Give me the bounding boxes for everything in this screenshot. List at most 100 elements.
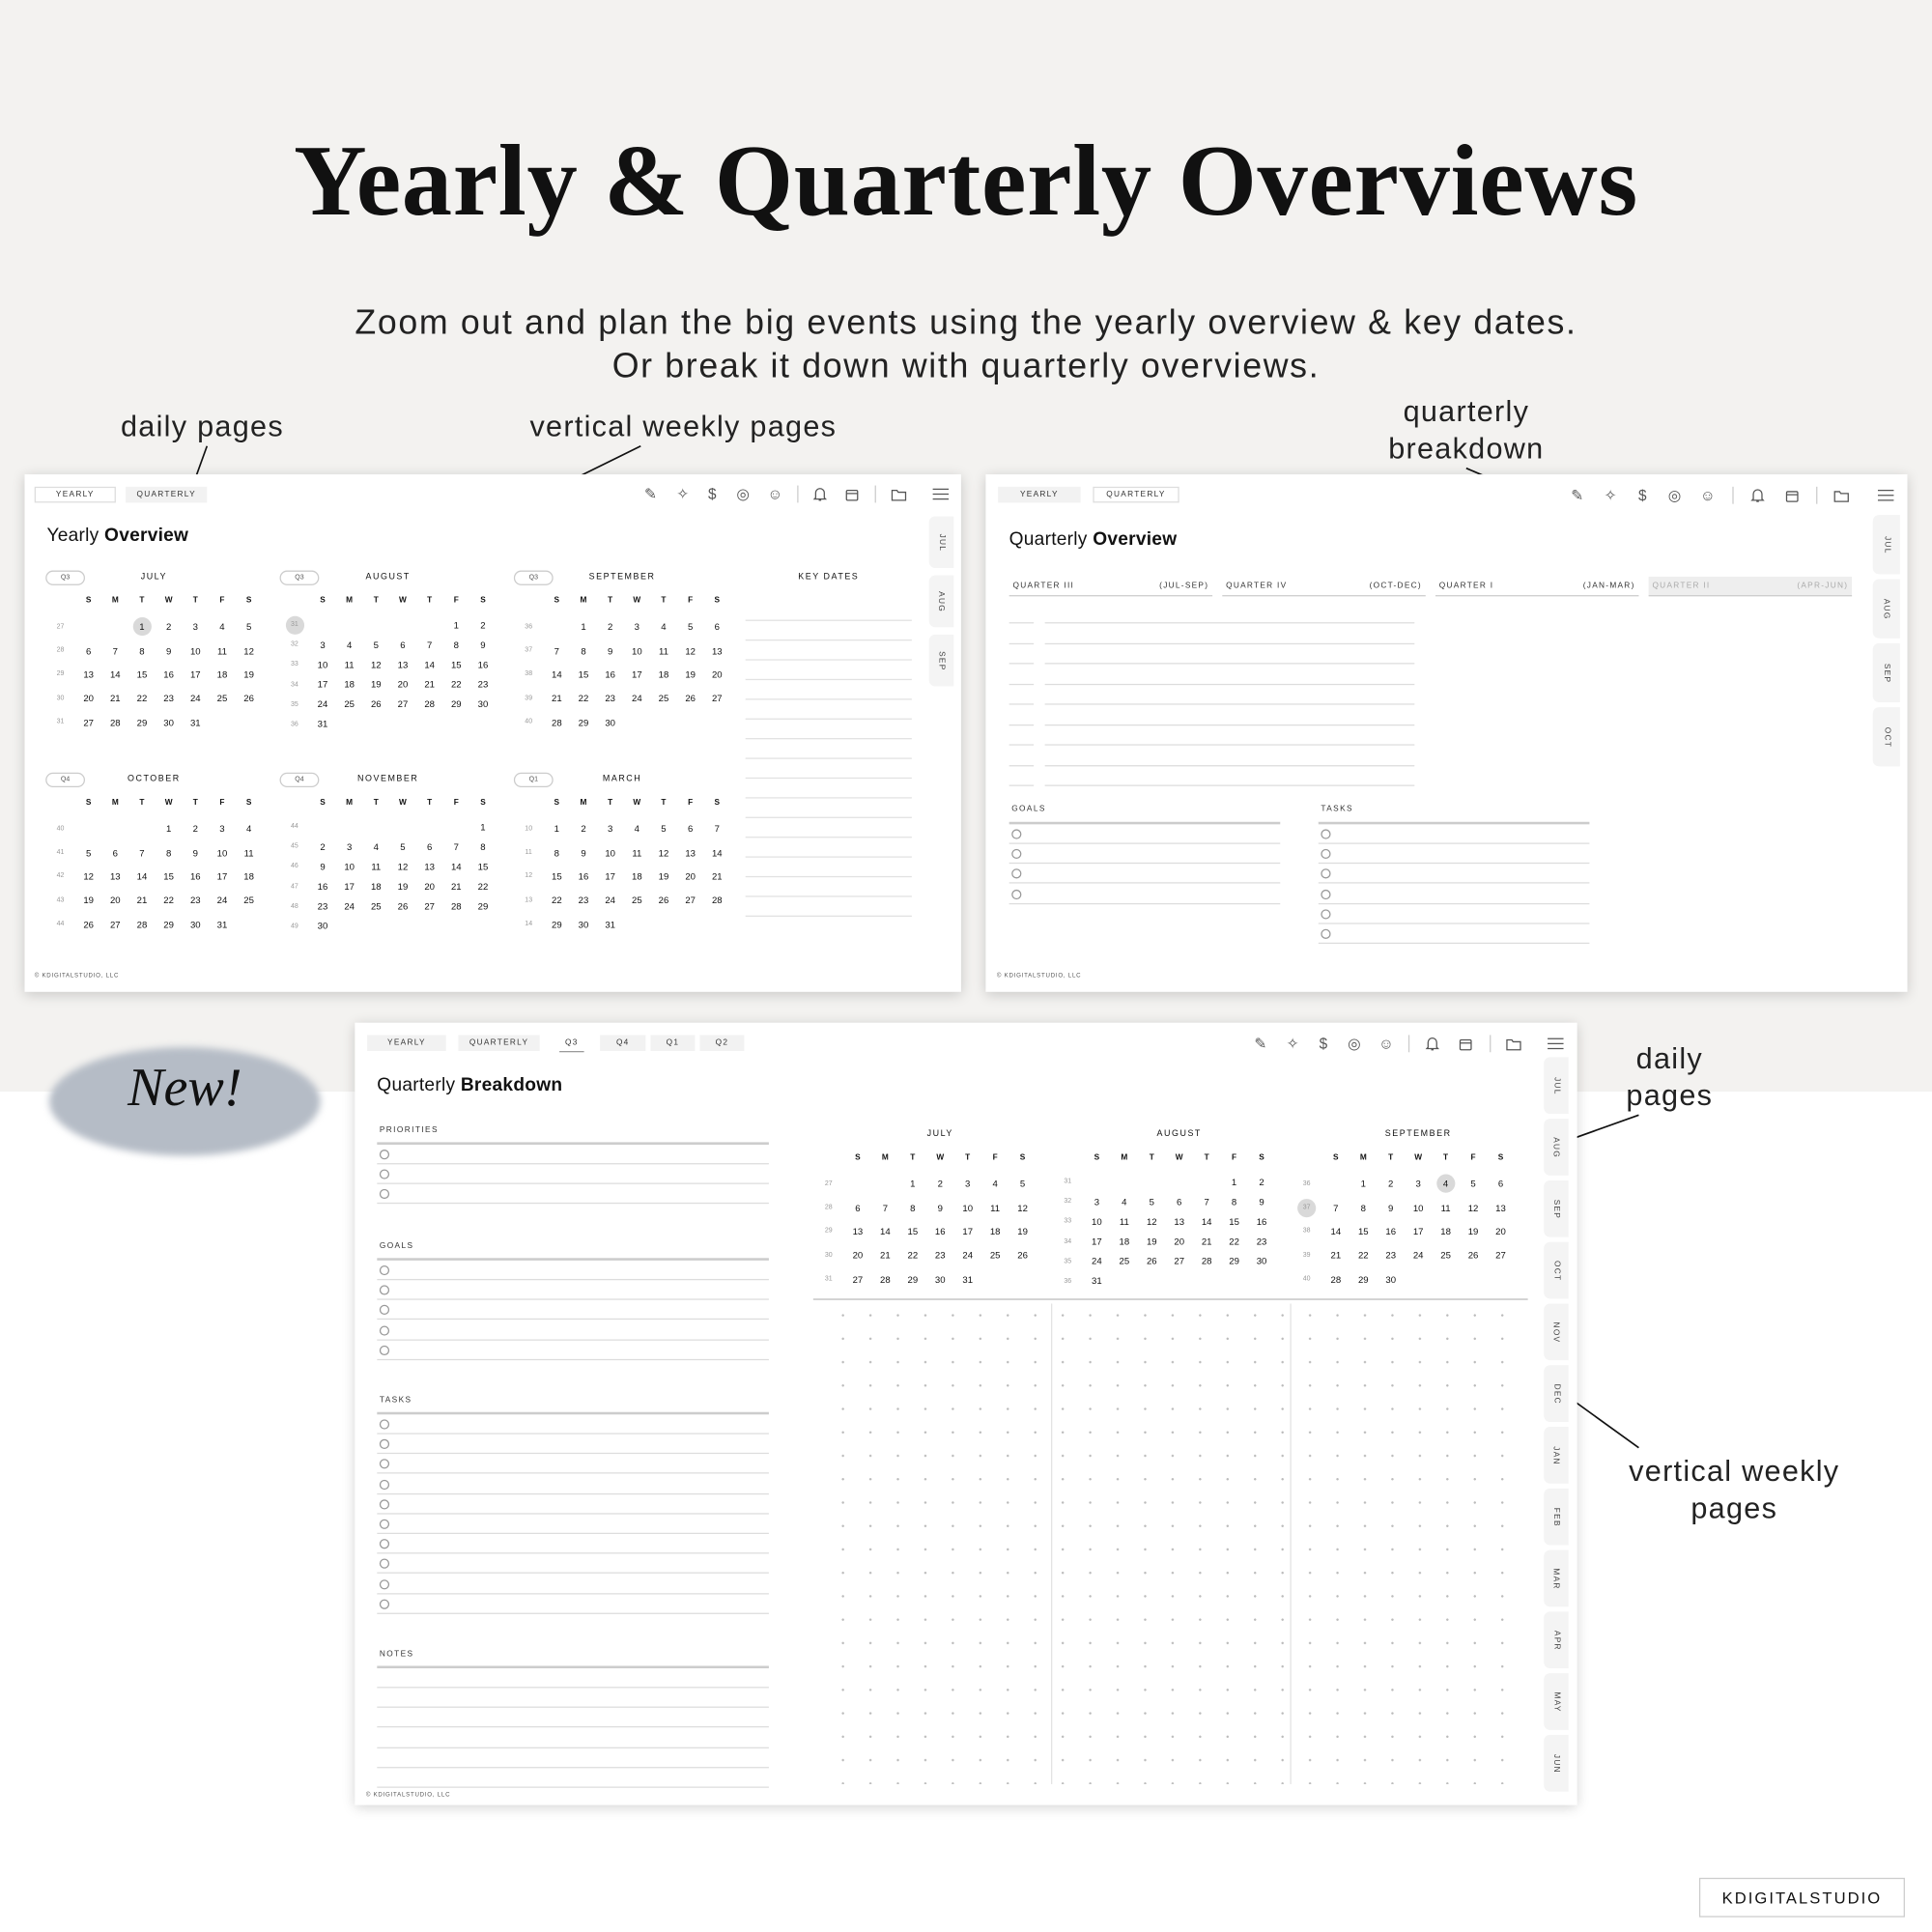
week-number-link[interactable]: 41 [45, 840, 75, 865]
week-number-link[interactable]: 39 [1292, 1243, 1322, 1267]
pencil-icon[interactable]: ✎ [1254, 1035, 1267, 1053]
key-date-line[interactable] [745, 777, 912, 780]
tab-quarterly[interactable]: QUARTERLY [126, 486, 208, 503]
checkbox-icon[interactable] [379, 1519, 390, 1529]
day-link[interactable]: 30 [597, 710, 624, 734]
month-name[interactable]: NOVEMBER [357, 775, 419, 784]
day-link[interactable]: 28 [871, 1267, 898, 1292]
week-number-link[interactable]: 29 [45, 663, 75, 687]
day-link[interactable]: 17 [623, 663, 650, 687]
checklist-item[interactable] [377, 1515, 769, 1535]
day-link[interactable]: 18 [623, 865, 650, 889]
day-link[interactable]: 26 [650, 889, 677, 913]
day-link[interactable]: 15 [1350, 1219, 1377, 1243]
day-link[interactable]: 22 [570, 687, 597, 711]
day-link[interactable]: 20 [703, 663, 730, 687]
day-link[interactable]: 11 [336, 655, 363, 675]
note-line[interactable] [1044, 703, 1415, 705]
checklist-item[interactable] [1009, 824, 1281, 844]
week-number-link[interactable]: 14 [514, 913, 544, 937]
day-link[interactable]: 24 [953, 1243, 980, 1267]
key-date-line[interactable] [745, 698, 912, 700]
checklist-item[interactable] [377, 1435, 769, 1455]
day-link[interactable]: 16 [469, 655, 497, 675]
day-link[interactable]: 14 [1193, 1211, 1220, 1232]
day-link[interactable]: 26 [75, 913, 102, 937]
day-link[interactable]: 20 [101, 889, 128, 913]
menu-icon[interactable] [1547, 1035, 1564, 1052]
day-link[interactable]: 27 [677, 889, 704, 913]
side-tab-jun[interactable]: JUN [1544, 1734, 1569, 1792]
day-link[interactable]: 16 [309, 877, 336, 897]
day-link[interactable]: 8 [156, 840, 183, 865]
side-tab-oct[interactable]: OCT [1872, 707, 1900, 767]
day-link[interactable]: 11 [236, 840, 263, 865]
day-link[interactable]: 3 [1083, 1192, 1110, 1212]
quarter-pill[interactable]: Q4 [279, 772, 320, 788]
week-number-link[interactable]: 36 [1292, 1172, 1322, 1196]
day-link[interactable]: 24 [309, 695, 336, 715]
day-link[interactable]: 15 [156, 865, 183, 889]
day-link[interactable]: 2 [1378, 1172, 1405, 1196]
day-link[interactable]: 9 [182, 840, 209, 865]
day-link[interactable]: 13 [1487, 1196, 1514, 1220]
day-link[interactable]: 18 [362, 877, 389, 897]
day-link[interactable]: 8 [899, 1196, 926, 1220]
checklist-item[interactable] [377, 1165, 769, 1185]
day-link[interactable]: 19 [677, 663, 704, 687]
day-link[interactable]: 11 [362, 857, 389, 877]
week-number-link[interactable]: 12 [514, 865, 544, 889]
day-link[interactable]: 4 [209, 614, 236, 639]
tab-yearly[interactable]: YEARLY [998, 486, 1081, 503]
day-link[interactable]: 29 [1220, 1251, 1247, 1271]
day-link[interactable]: 17 [1083, 1232, 1110, 1252]
day-link[interactable]: 24 [209, 889, 236, 913]
day-link[interactable]: 20 [1487, 1219, 1514, 1243]
day-link[interactable]: 1 [469, 817, 497, 838]
day-link[interactable]: 14 [416, 655, 443, 675]
key-date-line[interactable] [745, 875, 912, 878]
week-number-link[interactable]: 30 [813, 1243, 844, 1267]
day-link[interactable]: 23 [182, 889, 209, 913]
note-line[interactable] [377, 1708, 769, 1728]
day-link[interactable]: 6 [1165, 1192, 1192, 1212]
day-link[interactable]: 4 [236, 817, 263, 841]
day-link[interactable]: 9 [309, 857, 336, 877]
day-link[interactable]: 2 [926, 1172, 953, 1196]
week-number-link[interactable]: 32 [280, 635, 310, 655]
day-link[interactable]: 5 [677, 614, 704, 639]
week-number-link[interactable]: 40 [45, 817, 75, 841]
day-link[interactable]: 30 [182, 913, 209, 937]
day-link[interactable]: 23 [926, 1243, 953, 1267]
day-link[interactable]: 5 [1009, 1172, 1036, 1196]
day-link[interactable]: 25 [623, 889, 650, 913]
tab-yearly[interactable]: YEARLY [34, 486, 116, 503]
week-number-link[interactable]: 43 [45, 889, 75, 913]
day-link[interactable]: 20 [416, 877, 443, 897]
day-link[interactable]: 22 [469, 877, 497, 897]
day-link[interactable]: 8 [1220, 1192, 1247, 1212]
day-link[interactable]: 7 [442, 837, 469, 857]
day-link[interactable]: 22 [128, 687, 156, 711]
checkbox-icon[interactable] [1011, 868, 1022, 879]
day-link[interactable]: 18 [981, 1219, 1009, 1243]
day-link[interactable]: 30 [1378, 1267, 1405, 1292]
side-tab-jul[interactable]: JUL [928, 516, 954, 569]
day-link[interactable]: 21 [442, 877, 469, 897]
tab-q2[interactable]: Q2 [699, 1035, 745, 1052]
sparkle-icon[interactable]: ✧ [1604, 486, 1617, 504]
key-date-line[interactable] [745, 639, 912, 641]
day-link[interactable]: 8 [442, 635, 469, 655]
week-number-link[interactable]: 40 [1292, 1267, 1322, 1292]
week-number-link[interactable]: 10 [514, 817, 544, 841]
day-link[interactable]: 11 [650, 639, 677, 663]
checklist-item[interactable] [377, 1534, 769, 1554]
day-link[interactable]: 8 [128, 639, 156, 663]
checklist-item[interactable] [377, 1494, 769, 1515]
checklist-item[interactable] [377, 1455, 769, 1475]
day-link[interactable]: 15 [543, 865, 570, 889]
day-link[interactable]: 21 [416, 674, 443, 695]
day-link[interactable]: 17 [309, 674, 336, 695]
day-link[interactable]: 13 [677, 840, 704, 865]
day-link[interactable]: 8 [469, 837, 497, 857]
